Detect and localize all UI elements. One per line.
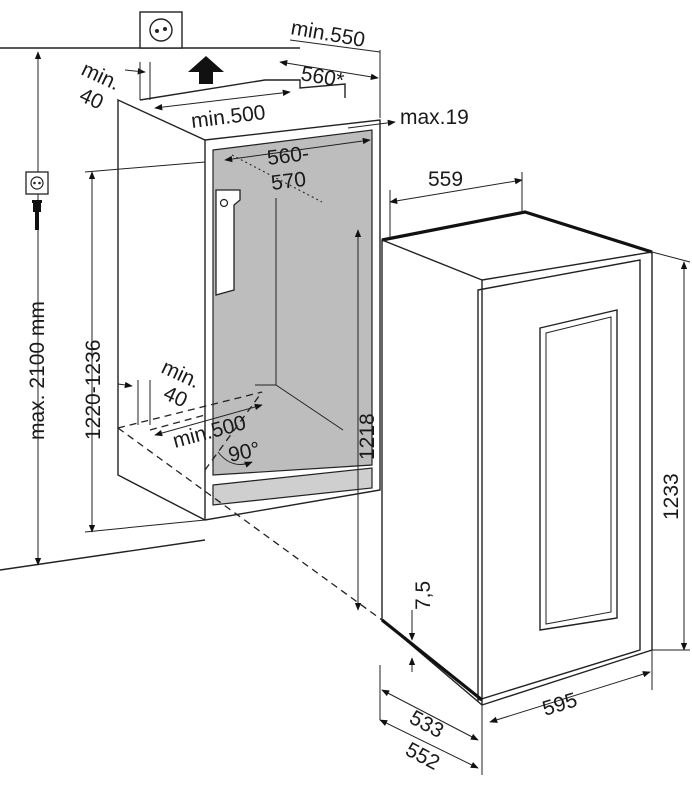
- label-depth-total: 552: [402, 738, 444, 775]
- label-niche-depth-top: min.550: [289, 16, 367, 52]
- label-vent-width-top: min.500: [190, 101, 267, 133]
- label-inner-height: 1218: [356, 413, 379, 460]
- cabinet-niche: [117, 79, 381, 521]
- socket-icon: [139, 11, 183, 49]
- label-appliance-width-bottom: 595: [540, 689, 580, 721]
- air-flow-arrow-icon: [188, 56, 224, 84]
- label-appliance-width-top: 559: [428, 168, 463, 191]
- plug-icon: [25, 171, 49, 230]
- label-niche-height: 1220-1236: [82, 340, 105, 440]
- label-max-height: max. 2100 mm: [26, 301, 49, 440]
- label-niche-width-line2: 570: [270, 168, 308, 195]
- dimension-lines: [34, 39, 691, 775]
- label-niche-width-line1: 560-: [266, 142, 311, 170]
- wine-cabinet-appliance: [381, 210, 653, 706]
- label-appliance-height: 1233: [660, 473, 683, 520]
- label-door-gap: 7,5: [412, 581, 435, 610]
- label-panel-thickness: max.19: [400, 106, 469, 129]
